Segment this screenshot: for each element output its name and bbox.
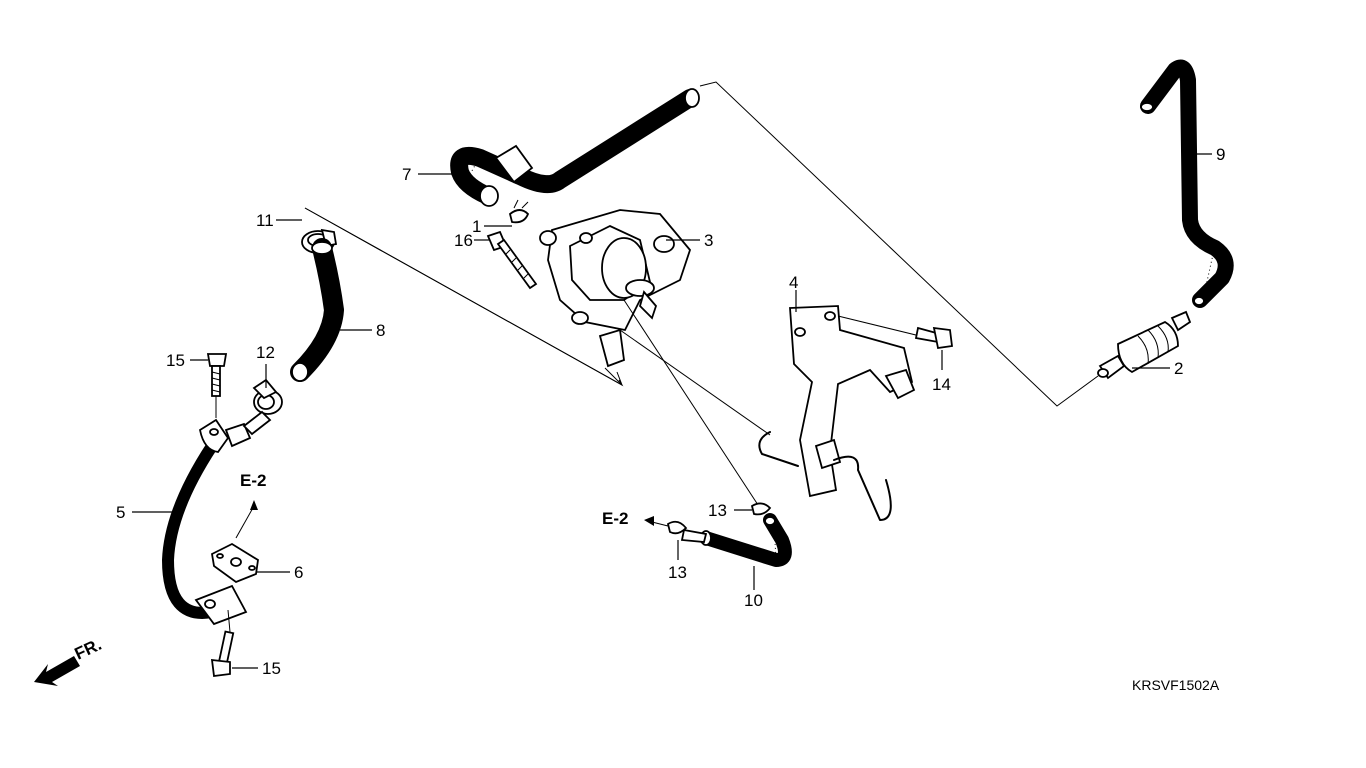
callout-11: 11 [256,211,274,230]
callout-14: 14 [932,375,951,394]
pipe-5 [162,410,272,626]
clip-13 [666,502,772,535]
fuel-hose-7 [450,88,700,207]
front-label: FR. [72,635,105,664]
callout-10: 10 [744,591,763,610]
ref-e2-lower: E-2 [602,509,628,528]
diagram-code: KRSVF1502A [1132,677,1220,693]
hose-8 [290,238,344,382]
callout-15-upper: 15 [166,351,185,370]
front-arrow-icon: FR. [34,635,105,686]
fuel-hose-10 [623,299,792,567]
callout-4: 4 [789,273,798,292]
callout-16: 16 [454,231,473,250]
ref-e2-upper: E-2 [240,471,266,490]
bracket-4 [758,305,916,521]
fuel-hose-9 [1140,59,1234,308]
callout-labels: 9 2 3 4 5 6 7 8 11 12 1 16 13 13 10 14 1… [116,145,1225,693]
callout-5: 5 [116,503,125,522]
bolt-15-lower [210,609,235,678]
callout-2: 2 [1174,359,1183,378]
callout-12: 12 [256,343,275,362]
callout-13-lower: 13 [668,563,687,582]
leader-lines [132,153,1212,669]
assembly-outline [304,81,1099,436]
callout-7: 7 [402,165,411,184]
fuel-filter-2 [1097,310,1192,380]
callout-15-lower: 15 [262,659,281,678]
bolt-15-upper [206,353,228,418]
fuel-pump-3 [539,209,692,368]
callout-6: 6 [294,563,303,582]
e2-arrow-lower [644,516,669,527]
bolt-16 [486,230,538,290]
callout-13-upper: 13 [708,501,727,520]
callout-8: 8 [376,321,385,340]
clip-1 [508,199,530,224]
callout-3: 3 [704,231,713,250]
clamp-12 [252,378,283,415]
e2-arrow-upper [235,500,258,539]
bolt-14 [837,315,954,350]
gasket-6 [211,542,259,584]
callout-9: 9 [1216,145,1225,164]
callout-1: 1 [472,217,481,236]
